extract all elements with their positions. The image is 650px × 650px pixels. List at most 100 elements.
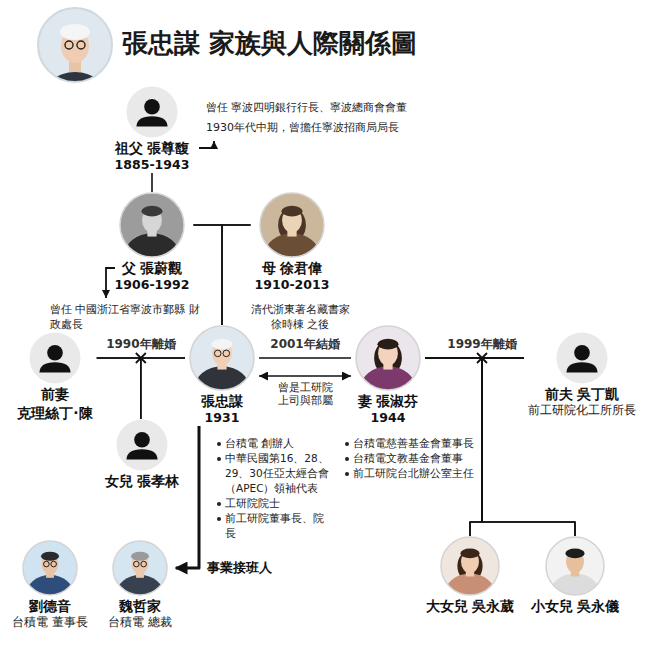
- bullet-list: 台積電 創辦人中華民國第16、28、29、30任亞太經合會（APEC）領袖代表工…: [216, 436, 334, 541]
- photo-glasses: [141, 561, 147, 567]
- person-detail: 台積電 董事長: [8, 615, 92, 630]
- person-detail: 克理絲丁·陳: [13, 405, 96, 422]
- bullet-item: 工研院院士: [216, 496, 334, 511]
- portrait-photo: [545, 536, 605, 596]
- person-node: 魏哲家台積電 總裁: [104, 540, 176, 630]
- edge-label: 2001年結婚: [270, 337, 339, 352]
- person-node: 父 張蔚觀1906-1992: [111, 192, 194, 293]
- edge-label: 1990年離婚: [106, 337, 175, 352]
- photo-body: [116, 575, 164, 596]
- person-name: 女兒 張孝林: [101, 473, 184, 490]
- bullet-text: 台積電慈善基金會董事長: [353, 437, 474, 449]
- kinship-line: [470, 358, 524, 536]
- icon-shoulders: [126, 449, 157, 459]
- note-text: 曾任 寧波四明銀行行長、寧波總商會會董: [206, 100, 408, 115]
- photo-glasses: [77, 41, 85, 49]
- photo-content: [189, 325, 255, 391]
- photo-content: [355, 325, 421, 391]
- photo-hair: [41, 552, 59, 561]
- note-text: 曾任 中國浙江省寧波市鄞縣 財政處長: [50, 302, 206, 332]
- icon-head: [47, 345, 63, 361]
- photo-ring: [120, 193, 184, 257]
- photo-body: [194, 366, 250, 391]
- icon-ground: [127, 87, 178, 138]
- photo-content: [112, 540, 168, 596]
- person-detail: 前工研院化工所所長: [524, 403, 640, 418]
- person-name: 大女兒 吳永葳: [422, 598, 519, 615]
- photo-glasses: [44, 561, 50, 567]
- person-node: 前妻克理絲丁·陳: [13, 332, 96, 422]
- photo-ring: [260, 193, 324, 257]
- photo-content: [119, 192, 185, 258]
- photo-ring: [356, 326, 420, 390]
- photo-ring: [441, 537, 499, 595]
- note-text: 1930年代中期，曾擔任寧波招商局局長: [206, 120, 399, 135]
- portrait-photo: [22, 540, 78, 596]
- person-node: 女兒 張孝林: [101, 419, 184, 490]
- photo-ring: [113, 541, 167, 595]
- person-name: 前妻: [13, 386, 96, 403]
- icon-head: [574, 345, 590, 361]
- photo-body: [550, 574, 601, 597]
- bullet-text: 台積電 創辦人: [225, 437, 294, 449]
- icon-ground: [557, 333, 608, 384]
- person-node: 劉德音台積電 董事長: [8, 540, 92, 630]
- bullet-text: 工研院院士: [225, 497, 280, 509]
- chart-title: 張忠謀 家族與人際關係圖: [122, 26, 417, 60]
- person-name: 母 徐君偉: [251, 260, 334, 277]
- person-node: 大女兒 吳永葳: [422, 536, 519, 615]
- bullet-item: 前工研院台北辦公室主任: [344, 466, 494, 481]
- photo-content: [545, 536, 605, 596]
- icon-head: [144, 99, 160, 115]
- person-detail: 1931: [185, 410, 259, 426]
- person-node: 小女兒 吳永儀: [527, 536, 624, 615]
- person-name: 張忠謀: [185, 393, 259, 410]
- portrait-photo: [355, 325, 421, 391]
- portrait-photo: [119, 192, 185, 258]
- photo-hair: [460, 549, 479, 559]
- portrait-photo: [30, 0, 130, 128]
- photo-glasses: [134, 561, 140, 567]
- divorce-mark: [136, 353, 146, 363]
- icon-ground: [117, 420, 168, 471]
- person-name: 祖父 張尊馥: [111, 140, 194, 157]
- person-name: 前夫 吳丁凱: [524, 386, 640, 403]
- arrow-connector: [259, 375, 351, 377]
- portrait-photo: [112, 540, 168, 596]
- edge-label: 1999年離婚: [447, 337, 516, 352]
- photo-content: [22, 540, 78, 596]
- photo-ring: [546, 537, 604, 595]
- edge-label: 曾是工研院上司與部屬: [277, 381, 333, 407]
- person-name: 妻 張淑芬: [351, 393, 425, 410]
- person-detail: 台積電 總裁: [104, 615, 176, 630]
- photo-body: [41, 72, 109, 128]
- arrow-connector: [176, 426, 199, 568]
- portrait-photo: [259, 192, 325, 258]
- person-node: 妻 張淑芬1944: [351, 325, 425, 426]
- person-icon: [29, 332, 81, 384]
- kinship-line: [151, 173, 153, 192]
- person-node: 前夫 吳丁凱前工研院化工所所長: [524, 332, 640, 418]
- photo-hair: [60, 24, 90, 40]
- note-text: 清代浙東著名藏書家 徐時棟 之後: [248, 302, 352, 332]
- bullet-item: 中華民國第16、28、29、30任亞太經合會（APEC）領袖代表: [216, 451, 334, 496]
- photo-body: [445, 574, 496, 597]
- icon-shoulders: [39, 362, 70, 372]
- photo-glasses: [65, 41, 73, 49]
- kinship-line: [222, 225, 251, 325]
- person-name: 魏哲家: [104, 598, 176, 615]
- photo-body: [124, 233, 180, 258]
- bullet-list: 台積電慈善基金會董事長台積電文教基金會董事前工研院台北辦公室主任: [344, 436, 494, 481]
- person-detail: 1944: [351, 410, 425, 426]
- person-icon: [126, 86, 178, 138]
- photo-hair: [131, 552, 149, 561]
- photo-ring: [23, 541, 77, 595]
- kinship-line: [259, 357, 351, 359]
- photo-ground: [30, 0, 130, 100]
- photo-hair: [141, 206, 162, 217]
- icon-head: [134, 432, 150, 448]
- person-detail: 1885-1943: [111, 157, 194, 173]
- photo-ring: [190, 326, 254, 390]
- person-name: 小女兒 吳永儀: [527, 598, 624, 615]
